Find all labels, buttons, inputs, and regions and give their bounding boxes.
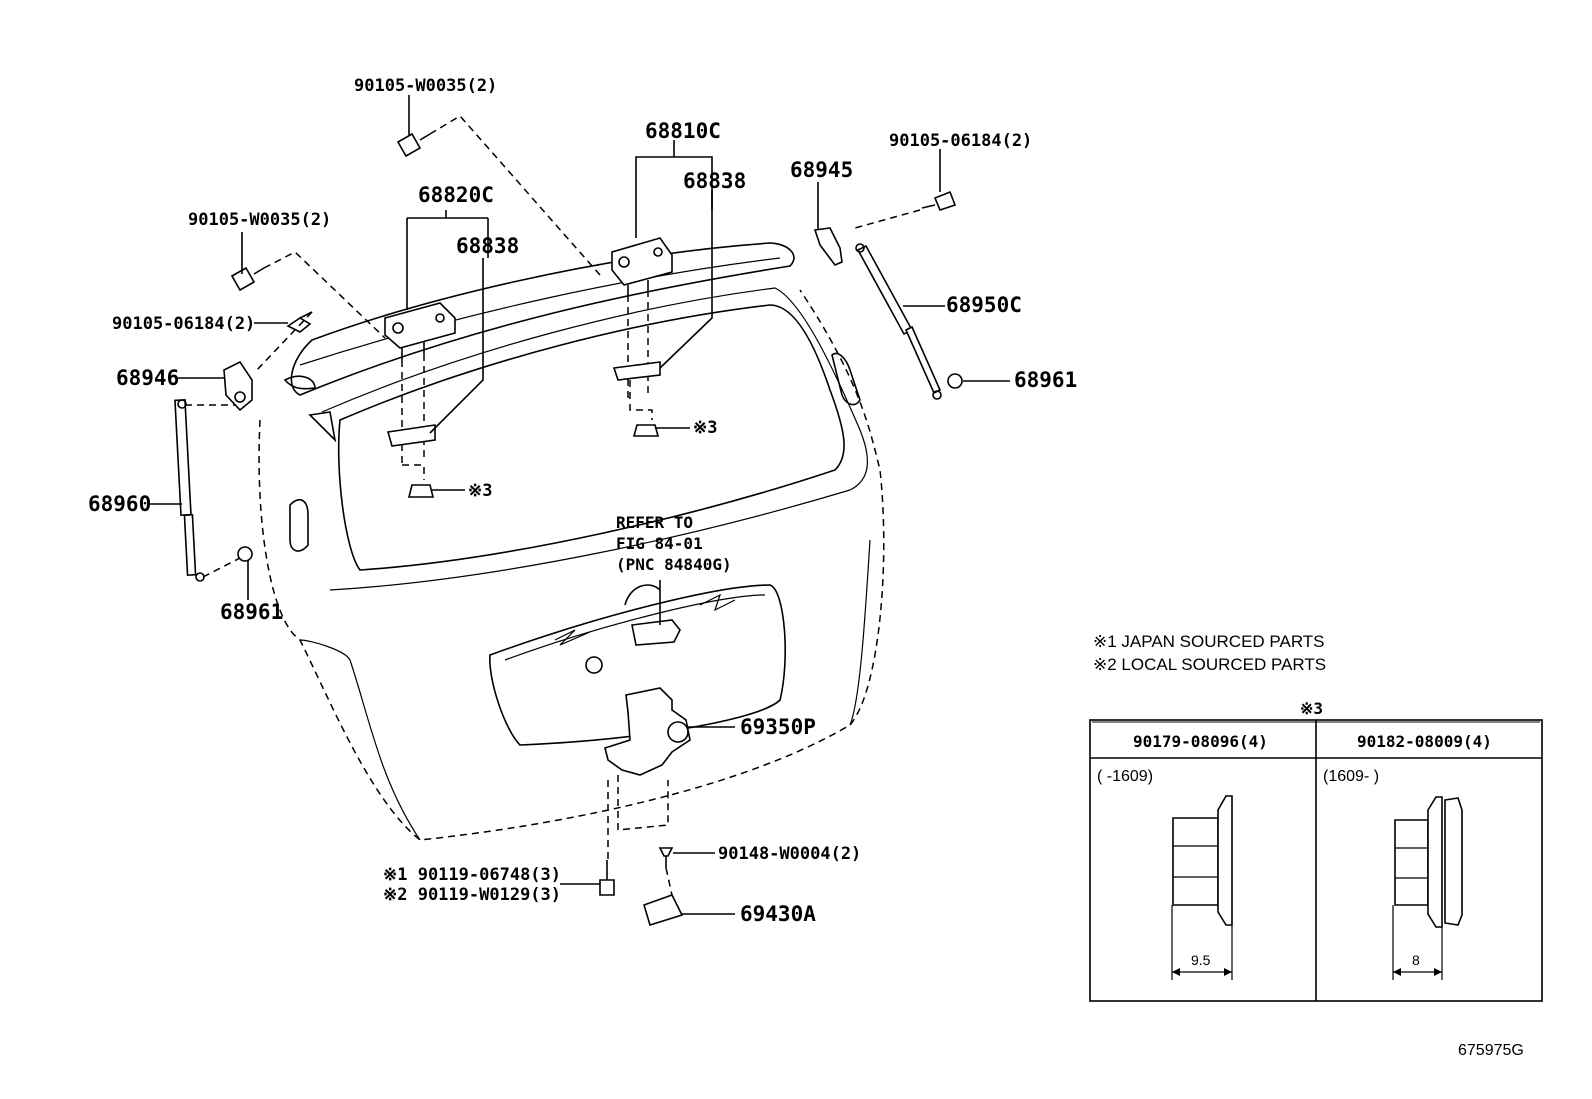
label-69350p: 69350P — [740, 715, 816, 739]
strut-68960 — [174, 398, 241, 582]
table-range-col1: ( -1609) — [1097, 768, 1153, 785]
label-68820c: 68820C — [418, 183, 494, 207]
label-90105-06184-left: 90105-06184(2) — [112, 314, 255, 334]
label-68950c: 68950C — [946, 293, 1022, 317]
label-68945: 68945 — [790, 158, 853, 182]
label-ref3-left: ※3 — [468, 481, 492, 501]
nut-reference-table: ※3 90179-08096(4) 90182-08009(4) ( -1609… — [1089, 699, 1543, 1002]
label-90105-w0035-left: 90105-W0035(2) — [188, 210, 331, 230]
label-68960: 68960 — [88, 492, 151, 516]
hinge-68810c — [611, 237, 673, 437]
refer-line-1: REFER TO — [616, 513, 693, 532]
label-68946: 68946 — [116, 366, 179, 390]
bolt-icon — [230, 132, 957, 896]
note-japan-sourced: ※1 JAPAN SOURCED PARTS — [1093, 632, 1325, 651]
figure-code: 675975G — [1458, 1042, 1524, 1059]
refer-line-2: FIG 84-01 — [616, 534, 703, 553]
flange-nut-icon — [1171, 795, 1233, 980]
label-68838-left: 68838 — [456, 234, 519, 258]
table-range-col2: (1609- ) — [1323, 768, 1379, 785]
label-68838-center: 68838 — [683, 169, 746, 193]
note-local-sourced: ※2 LOCAL SOURCED PARTS — [1093, 655, 1326, 674]
part-labels: 90105-W0035(2) 90105-W0035(2) 90105-0618… — [88, 76, 1077, 926]
hinge-68820c — [384, 302, 456, 498]
table-part-90179: 90179-08096(4) — [1133, 732, 1268, 751]
table-part-90182: 90182-08009(4) — [1357, 732, 1492, 751]
leader-lines — [150, 95, 1010, 915]
table-ref-mark: ※3 — [1300, 699, 1323, 718]
strut-68950c — [855, 243, 942, 400]
label-68961-right: 68961 — [1014, 368, 1077, 392]
label-68961-left: 68961 — [220, 600, 283, 624]
bracket-68946 — [223, 360, 253, 412]
label-ref3-center: ※3 — [693, 418, 717, 438]
dimension-8: 8 — [1412, 952, 1420, 968]
label-90105-06184-right: 90105-06184(2) — [889, 131, 1032, 151]
striker-cover-69430a — [643, 894, 684, 927]
bracket-68945 — [813, 227, 843, 266]
refer-line-3: (PNC 84840G) — [616, 555, 732, 574]
label-68810c: 68810C — [645, 119, 721, 143]
switch-connector — [631, 619, 681, 646]
label-90105-w0035-top: 90105-W0035(2) — [354, 76, 497, 96]
ball-stud-icon — [237, 373, 963, 562]
label-90119-06748: ※1 90119-06748(3) — [383, 865, 561, 885]
back-door-panel — [258, 242, 885, 841]
dimension-9-5: 9.5 — [1191, 952, 1211, 968]
label-90148-w0004: 90148-W0004(2) — [718, 844, 861, 864]
label-69430a: 69430A — [740, 902, 816, 926]
label-90119-w0129: ※2 90119-W0129(3) — [383, 885, 561, 905]
washer-nut-icon — [1392, 796, 1463, 980]
lock-69350p — [604, 687, 691, 860]
